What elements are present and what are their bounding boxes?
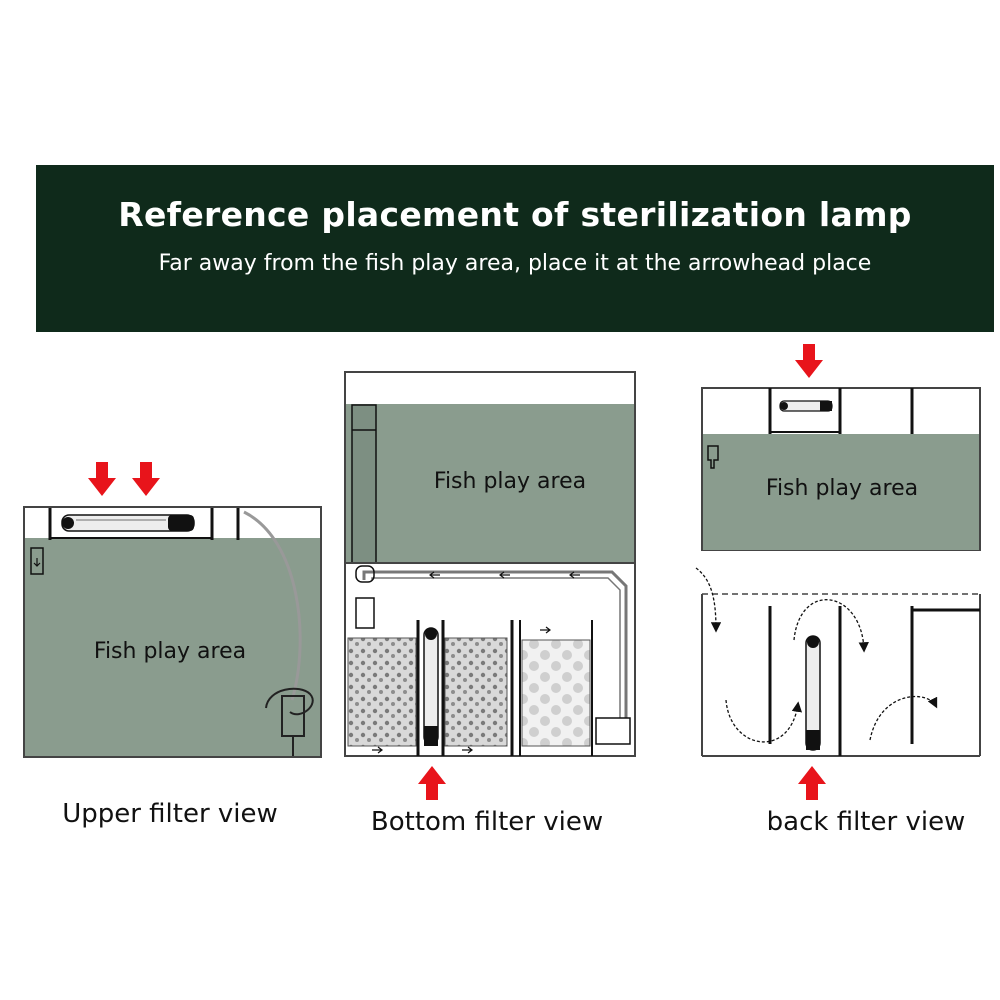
back-bottom-red-arrow-icon [798, 766, 826, 800]
back-filter-caption: back filter view [767, 807, 966, 837]
back-fish-play-area-label: Fish play area [766, 476, 918, 501]
upper-red-arrow-right-icon [132, 462, 160, 496]
bio-ball-media [521, 639, 591, 747]
upper-uv-lamp-icon [61, 514, 195, 532]
back-top-uv-lamp-icon [779, 400, 833, 412]
bottom-water-area [346, 404, 634, 562]
title-banner: Reference placement of sterilization lam… [36, 165, 994, 332]
banner-subtitle: Far away from the fish play area, place … [158, 251, 872, 276]
upper-red-arrow-left-icon [88, 462, 116, 496]
upper-fish-play-area-label: Fish play area [94, 639, 246, 664]
bottom-red-arrow-icon [418, 766, 446, 800]
sponge-media-1 [347, 637, 417, 747]
upper-water-area [25, 538, 320, 756]
upper-filter-caption: Upper filter view [62, 799, 278, 829]
sponge-media-2 [444, 637, 508, 747]
bottom-fish-play-area-label: Fish play area [434, 469, 586, 494]
back-filter-panel: Fish play area back filter view [695, 344, 981, 837]
bottom-filter-caption: Bottom filter view [371, 807, 603, 837]
banner-title: Reference placement of sterilization lam… [118, 195, 912, 234]
back-top-red-arrow-icon [795, 344, 823, 378]
back-water-area [703, 434, 979, 550]
bottom-filter-panel: Fish play area Bottom filter view [344, 371, 636, 837]
bottom-uv-lamp-icon [423, 627, 439, 746]
back-uv-lamp-icon [805, 635, 821, 751]
upper-filter-panel: Fish play area Upper filter view [23, 462, 322, 829]
